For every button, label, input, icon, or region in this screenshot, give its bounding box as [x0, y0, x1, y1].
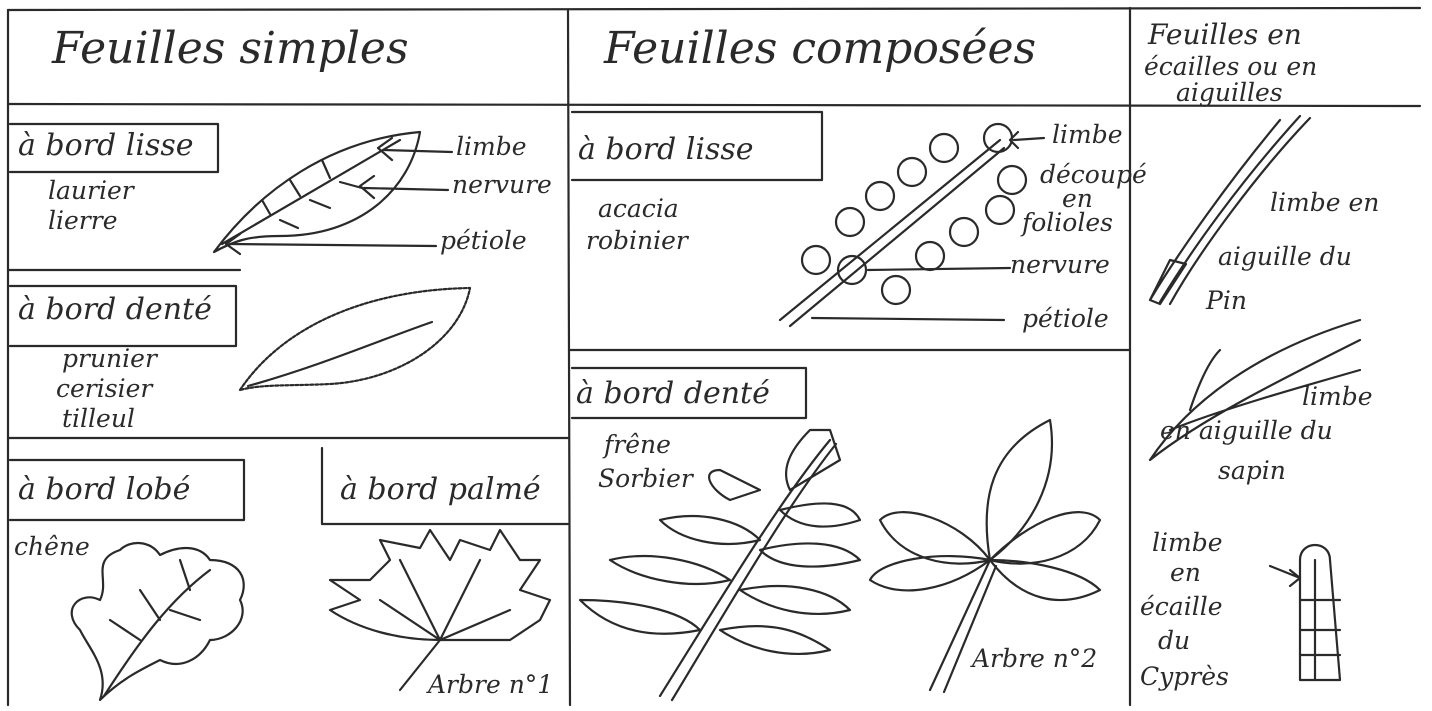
- label-simple-dente: à bord denté: [18, 294, 212, 326]
- cypres-line4: du: [1158, 628, 1190, 654]
- pin-line1: limbe en: [1270, 190, 1379, 216]
- leaf-palme: [330, 530, 550, 690]
- pin-line3: Pin: [1206, 288, 1247, 314]
- label-composee-lisse: à bord lisse: [578, 134, 754, 166]
- example-frene: frêne: [604, 432, 671, 458]
- composee-part-nervure: nervure: [1010, 252, 1110, 278]
- composee-part-decoupe: découpé: [1040, 162, 1147, 188]
- frame-top-line: [8, 8, 1420, 10]
- label-simple-lobe: à bord lobé: [18, 474, 190, 506]
- composee-part-limbe: limbe: [1052, 122, 1123, 148]
- example-lierre: lierre: [48, 208, 117, 234]
- leaf-acacia: [780, 140, 1004, 326]
- pin-line2: aiguille du: [1218, 244, 1352, 270]
- composee-part-folioles: folioles: [1022, 210, 1113, 236]
- title-ecailles-line1: Feuilles en: [1148, 20, 1302, 49]
- title-ecailles-line2: écailles ou en: [1144, 54, 1317, 80]
- part-limbe: limbe: [456, 134, 527, 160]
- label-simple-palme: à bord palmé: [340, 474, 541, 506]
- title-feuilles-simples: Feuilles simples: [52, 26, 409, 72]
- label-simple-lisse: à bord lisse: [18, 130, 194, 162]
- sapin-line3: sapin: [1218, 458, 1286, 484]
- cypres-line5: Cyprès: [1140, 664, 1229, 690]
- composee-part-petiole: pétiole: [1022, 306, 1109, 332]
- example-tilleul: tilleul: [62, 406, 135, 432]
- title-ecailles-line3: aiguilles: [1176, 80, 1283, 106]
- example-sorbier: Sorbier: [598, 466, 693, 492]
- title-feuilles-composees: Feuilles composées: [604, 26, 1036, 72]
- tag-arbre-1: Arbre n°1: [428, 672, 553, 698]
- example-cerisier: cerisier: [56, 376, 152, 402]
- example-laurier: laurier: [48, 178, 134, 204]
- label-composee-dente: à bord denté: [576, 378, 770, 410]
- tag-arbre-2: Arbre n°2: [972, 646, 1097, 672]
- leaf-cypres: [1300, 545, 1340, 680]
- sapin-line2: en aiguille du: [1160, 418, 1333, 444]
- column-divider-1: [568, 10, 570, 705]
- part-petiole: pétiole: [440, 228, 527, 254]
- example-robinier: robinier: [586, 228, 688, 254]
- example-chene: chêne: [14, 534, 90, 560]
- leaf-prunier: [240, 288, 470, 390]
- sapin-line1: limbe: [1302, 384, 1373, 410]
- example-prunier: prunier: [62, 346, 157, 372]
- cypres-line3: écaille: [1140, 594, 1222, 620]
- cypres-line1: limbe: [1152, 530, 1223, 556]
- part-nervure: nervure: [452, 172, 552, 198]
- example-acacia: acacia: [598, 196, 679, 222]
- cypres-line2: en: [1170, 560, 1201, 586]
